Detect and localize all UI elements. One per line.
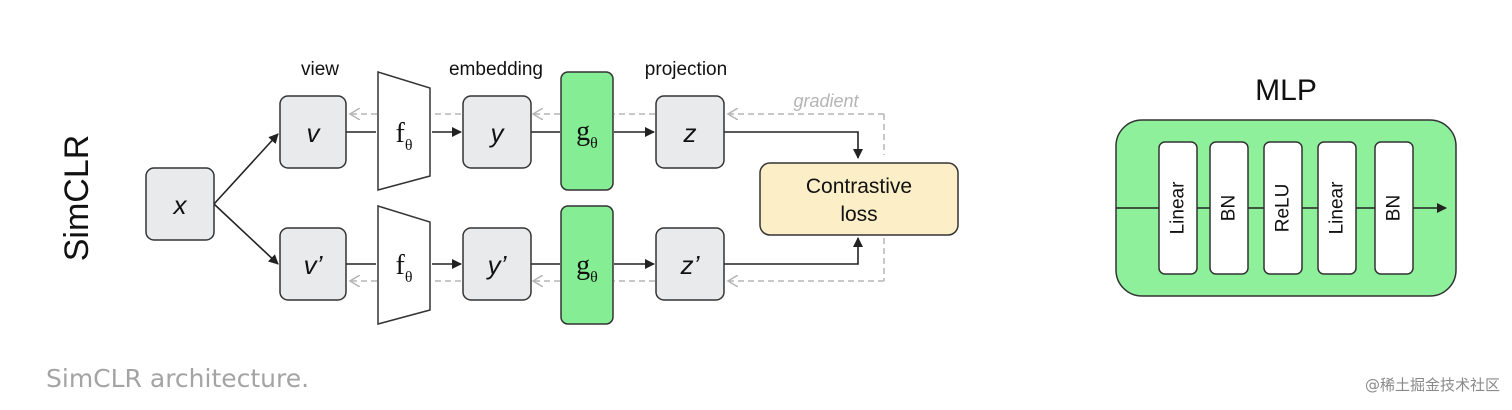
mlp-layer-box	[1374, 141, 1414, 275]
projector-bottom-sub: θ	[590, 269, 598, 286]
contrastive-loss-box: Contrastive loss	[759, 162, 959, 236]
mlp-layer-label: BN	[1384, 195, 1405, 221]
view-node-bottom: v’	[279, 227, 347, 301]
side-title: SimCLR	[58, 135, 96, 262]
svg-text:fθ: fθ	[396, 250, 413, 286]
mlp-layer-box	[1158, 141, 1198, 275]
embedding-bottom-label: y’	[486, 250, 508, 280]
encoder-bottom-sub: θ	[405, 269, 413, 286]
mlp-layer-box	[1317, 141, 1357, 275]
mlp-title: MLP	[1255, 74, 1317, 107]
mlp-layer-box	[1209, 141, 1249, 275]
loss-line2: loss	[840, 203, 877, 226]
projector-top-sub: θ	[590, 135, 598, 152]
input-node: x	[145, 167, 215, 241]
projector-top: gθ	[560, 71, 614, 191]
svg-text:gθ: gθ	[576, 250, 598, 286]
figure-caption: SimCLR architecture.	[46, 364, 310, 393]
view-node-top: v	[279, 95, 347, 169]
svg-text:gθ: gθ	[576, 116, 598, 152]
loss-line1: Contrastive	[806, 175, 912, 198]
projection-top-label: z	[683, 118, 697, 148]
mlp-block: Linear BN ReLU Linear BN	[1115, 119, 1457, 297]
gradient-label: gradient	[793, 91, 859, 111]
embedding-top-label: y	[489, 118, 506, 148]
encoder-top: fθ	[377, 70, 431, 191]
watermark: @稀土掘金技术社区	[1364, 376, 1500, 394]
encoder-top-symbol: f	[396, 118, 406, 149]
projection-node-top: z	[655, 95, 725, 169]
projector-bottom: gθ	[560, 205, 614, 325]
mlp-layer-box	[1263, 141, 1303, 275]
mlp-layer-label: Linear	[1327, 181, 1348, 234]
gradient-paths	[350, 114, 885, 281]
embedding-node-bottom: y’	[462, 227, 532, 301]
projector-bottom-symbol: g	[576, 250, 590, 281]
view-label: view	[301, 59, 339, 80]
projection-node-bottom: z’	[655, 227, 725, 301]
mlp-layer-label: BN	[1219, 195, 1240, 221]
encoder-bottom: fθ	[377, 204, 431, 325]
mlp-layers: Linear BN ReLU Linear BN	[1158, 141, 1414, 275]
view-top-label: v	[307, 118, 322, 148]
view-bottom-label: v’	[304, 250, 324, 280]
input-label: x	[172, 190, 188, 220]
forward-arrows	[213, 127, 863, 269]
encoder-bottom-symbol: f	[396, 250, 406, 281]
svg-text:fθ: fθ	[396, 118, 413, 154]
projector-top-symbol: g	[576, 116, 590, 147]
mlp-layer-label: ReLU	[1273, 184, 1294, 233]
mlp-layer-label: Linear	[1168, 181, 1189, 234]
embedding-node-top: y	[462, 95, 532, 169]
projection-bottom-label: z’	[680, 250, 701, 280]
embedding-label: embedding	[449, 59, 543, 80]
projection-label: projection	[645, 59, 727, 80]
encoder-top-sub: θ	[405, 137, 413, 154]
